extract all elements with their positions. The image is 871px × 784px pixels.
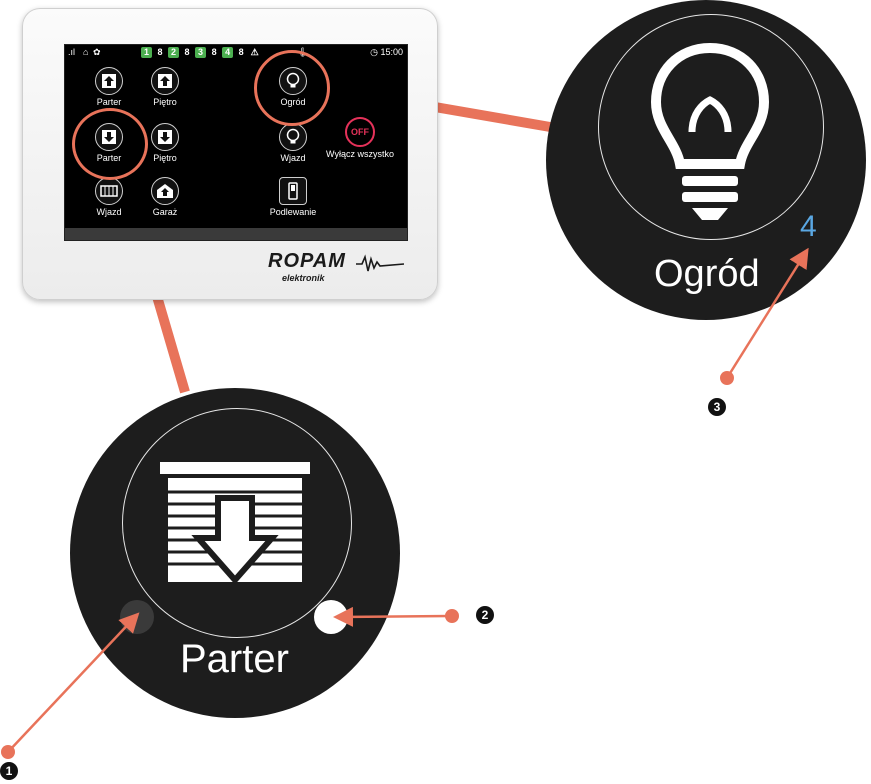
button-wjazd-light[interactable]: Wjazd [271, 123, 315, 163]
lock-icon: 8 [157, 47, 163, 58]
zoom-label-ogrod: Ogród [654, 253, 760, 295]
blind-down-icon [160, 462, 310, 585]
lock-icon: 8 [238, 47, 244, 58]
bulb-icon [650, 42, 770, 220]
switch-icon [279, 177, 307, 205]
button-pietro-up[interactable]: Piętro [143, 67, 187, 107]
zone-badge: 2 [168, 47, 180, 59]
button-turn-off-all[interactable]: OFF Wyłącz wszystko [317, 117, 403, 159]
highlight-ring-ogrod [254, 50, 330, 126]
marker-2: 2 [476, 606, 494, 624]
brand-logo: ROPAM elektronik [268, 250, 408, 284]
zoom-ring-ogrod [598, 14, 824, 240]
zoom-count-badge: 4 [800, 210, 817, 243]
zone-list: 1 8 2 8 3 8 4 8 ⚠ [141, 45, 260, 60]
button-label: Wjazd [96, 207, 122, 217]
button-label: Wyłącz wszystko [326, 149, 394, 159]
button-label: Piętro [153, 153, 177, 163]
gate-icon [95, 177, 123, 205]
warning-icon: ⚠ [250, 47, 259, 58]
power-off-icon: OFF [345, 117, 375, 147]
screen-bottom-bar [65, 228, 407, 240]
waveform-icon [356, 254, 404, 272]
lock-icon: 8 [211, 47, 217, 58]
gear-icon[interactable]: ✿ [93, 47, 101, 57]
zoom-label-parter: Parter [180, 637, 289, 681]
button-podlewanie[interactable]: Podlewanie [263, 177, 323, 217]
button-wjazd-gate[interactable]: Wjazd [89, 177, 129, 217]
button-label: Piętro [153, 97, 177, 107]
brand-sub: elektronik [282, 273, 325, 283]
button-label: Parter [96, 97, 122, 107]
signal-icon: .ıl [68, 47, 76, 57]
garage-icon [151, 177, 179, 205]
highlight-ring-parter [72, 108, 148, 180]
zone-badge: 3 [195, 47, 207, 59]
clock: ◷ 15:00 [370, 47, 403, 57]
button-garaz[interactable]: Garaż [143, 177, 187, 217]
bulb-off-icon [279, 123, 307, 151]
home-icon[interactable]: ⌂ [83, 47, 89, 57]
marker-3: 3 [708, 398, 726, 416]
blind-up-icon [95, 67, 123, 95]
clock-time: 15:00 [380, 47, 403, 57]
lock-icon: 8 [184, 47, 190, 58]
button-label: Podlewanie [269, 207, 317, 217]
zone-badge: 4 [222, 47, 234, 59]
button-label: Garaż [152, 207, 178, 217]
zone-badge: 1 [141, 47, 152, 59]
brand-name: ROPAM [268, 250, 346, 272]
marker-1: 1 [0, 762, 18, 780]
zoom-ring-parter [122, 408, 352, 638]
blind-down-icon [151, 123, 179, 151]
button-label: Wjazd [280, 153, 306, 163]
button-parter-up[interactable]: Parter [89, 67, 129, 107]
blind-up-icon [151, 67, 179, 95]
button-pietro-down[interactable]: Piętro [143, 123, 187, 163]
